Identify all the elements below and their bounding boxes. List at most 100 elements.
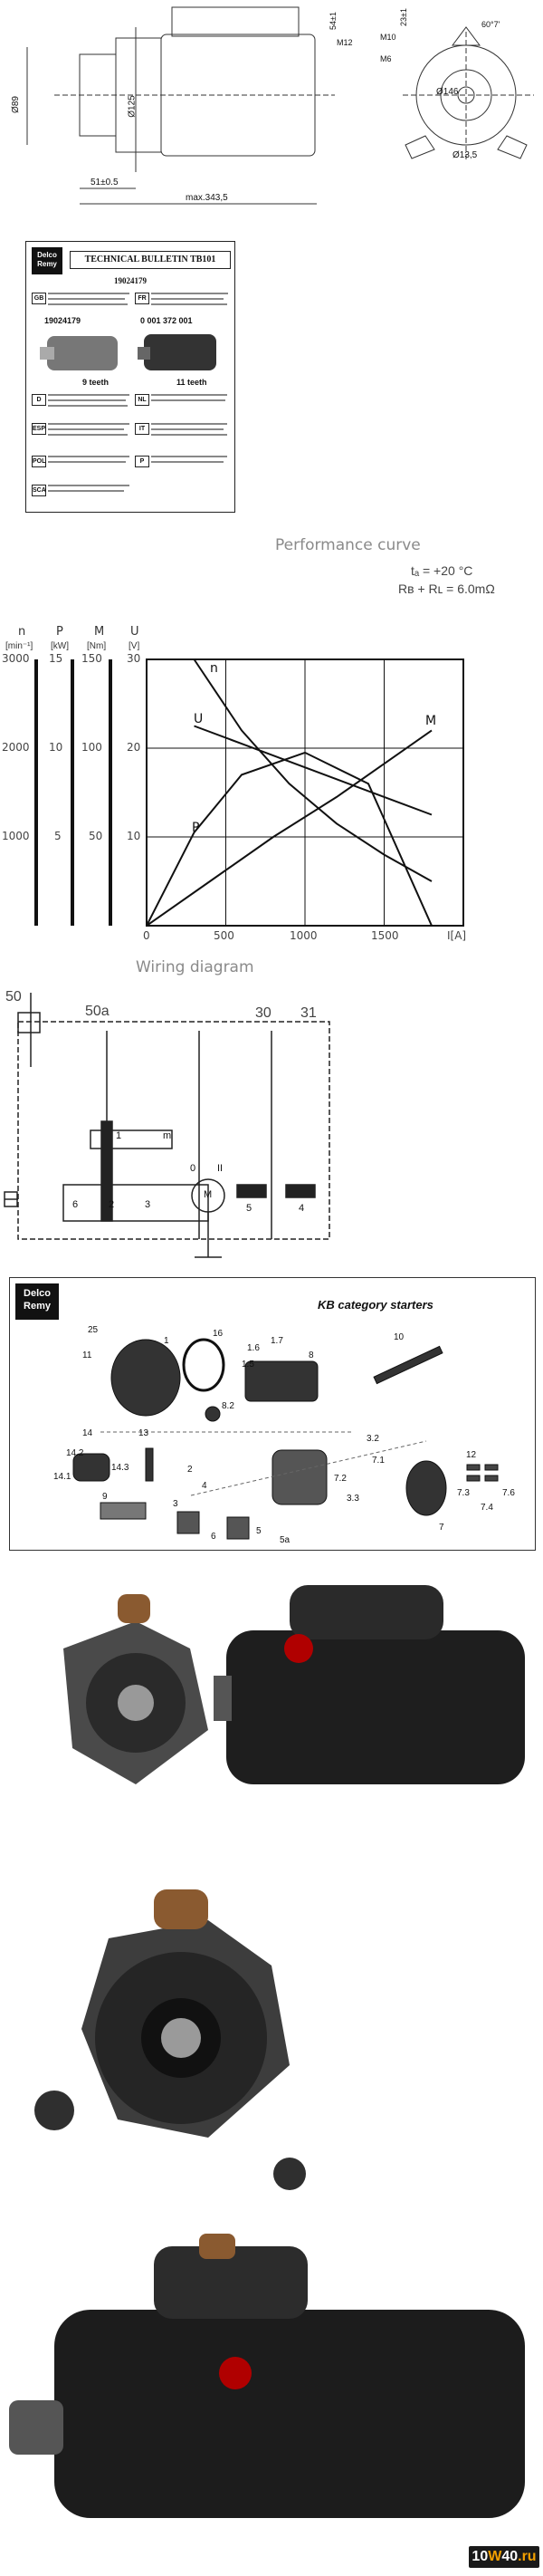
wiring-diagram-svg — [4, 993, 330, 1258]
part-label: 14 — [82, 1428, 93, 1438]
tick-x-1000: 1000 — [290, 929, 318, 942]
part-label: 9 — [102, 1492, 108, 1502]
logo-text-top: Delco — [37, 251, 57, 259]
dim-length-2: 23±1 — [398, 8, 408, 26]
bulletin-title: TECHNICAL BULLETIN TB101 — [70, 251, 231, 269]
part-solenoid — [100, 1502, 147, 1520]
part-label: 11 — [82, 1350, 92, 1360]
tick-x-1500: 1500 — [371, 929, 399, 942]
photo-angled-svg — [9, 2234, 525, 2518]
wiring-label: 5 — [246, 1203, 252, 1214]
part-label: 14.1 — [53, 1472, 71, 1482]
bulletin-photos — [40, 334, 216, 370]
wiring-label: 0 — [190, 1163, 196, 1174]
left-teeth: 9 teeth — [82, 378, 110, 387]
part-label: 10 — [394, 1332, 405, 1342]
photo-solenoid — [290, 1585, 443, 1639]
wiring-label: M — [204, 1189, 213, 1200]
wiring-section: Wiring diagram 50 50a 30 31 1 m 0 II M 5… — [0, 958, 543, 1293]
part-bushing — [72, 1453, 110, 1482]
wiring-label: 2 — [109, 1199, 115, 1210]
part-label: 8.2 — [222, 1401, 234, 1411]
part-label: 25 — [88, 1325, 99, 1335]
axis-head-m: M — [94, 625, 105, 639]
part-label: 5 — [256, 1526, 262, 1536]
dim-thread-3: M6 — [380, 54, 392, 63]
part-label: 7.2 — [334, 1474, 347, 1484]
delco-remy-logo: Delco Remy — [32, 247, 62, 274]
series-line-m — [146, 729, 433, 927]
dim-angle: 60°7' — [481, 20, 500, 29]
test-resistance: Rʙ + Rʟ = 6.0mΩ — [398, 582, 495, 596]
tick-n-1000: 1000 — [2, 830, 30, 842]
part-label: 7.4 — [481, 1503, 493, 1513]
part-label: 4 — [202, 1481, 207, 1491]
part-label: 1 — [164, 1336, 169, 1346]
photo-angled-view: 10W40.ru — [0, 2228, 543, 2571]
performance-section: Performance curve tₐ = +20 °C Rʙ + Rʟ = … — [0, 534, 543, 960]
tick-u-10: 10 — [127, 830, 141, 842]
watermark-part: .ru — [518, 2549, 537, 2564]
wiring-switch — [17, 1012, 41, 1033]
tick-x-500: 500 — [214, 929, 234, 942]
part-drive-end-housing — [110, 1339, 181, 1417]
watermark-logo: 10W40.ru — [469, 2546, 539, 2568]
photo-front-svg — [34, 1889, 306, 2190]
curve-label-u: U — [194, 712, 204, 726]
tick-m-50: 50 — [89, 830, 103, 842]
curve-label-p: P — [192, 821, 200, 835]
unit-m: [Nm] — [87, 641, 107, 651]
photo-angled-solenoid — [154, 2246, 308, 2319]
photo-terminal — [118, 1594, 150, 1623]
terminal-30: 30 — [255, 1005, 272, 1021]
performance-title: Performance curve — [275, 536, 421, 554]
wiring-label: 6 — [72, 1199, 79, 1210]
wiring-boundary — [17, 1021, 330, 1240]
tick-p-5: 5 — [54, 830, 62, 842]
test-temperature: tₐ = +20 °C — [411, 563, 473, 578]
performance-chart — [34, 658, 464, 927]
part-end-cap — [405, 1460, 447, 1516]
technical-bulletin: Delco Remy TECHNICAL BULLETIN TB101 1902… — [25, 241, 235, 513]
part-label: 13 — [138, 1428, 149, 1438]
wiring-connector — [4, 1191, 18, 1207]
logo-text-bottom: Remy — [24, 1301, 51, 1312]
part-label: 1.7 — [271, 1336, 283, 1346]
dim-thread-2: M10 — [380, 33, 396, 42]
left-product-number: 19024179 — [44, 316, 81, 325]
axis-head-n: n — [18, 625, 26, 639]
part-label: 7.6 — [502, 1488, 515, 1498]
part-label: 7 — [439, 1523, 444, 1533]
part-label: 8 — [309, 1350, 314, 1360]
dim-thread-1: M12 — [337, 38, 353, 47]
photo-starter-body — [226, 1630, 525, 1784]
part-label: 3.3 — [347, 1494, 359, 1504]
terminal-50: 50 — [5, 989, 22, 1004]
part-armature — [244, 1360, 319, 1402]
part-label: 2 — [187, 1465, 193, 1475]
photo-pinion — [9, 2400, 63, 2455]
tick-p-10: 10 — [49, 741, 63, 754]
dim-circle: Ø146 — [436, 87, 459, 97]
watermark-part: 10 — [472, 2549, 489, 2564]
photo-end-and-side-view — [0, 1576, 543, 1848]
bulletin-part-number: 19024179 — [114, 276, 147, 285]
tick-n-2000: 2000 — [2, 741, 30, 754]
dim-height: Ø89 — [10, 96, 21, 113]
part-label: 5a — [280, 1535, 291, 1545]
curve-label-m: M — [425, 714, 437, 728]
tick-u-20: 20 — [127, 741, 141, 754]
right-teeth: 11 teeth — [176, 378, 207, 387]
lang-badge: FR — [135, 293, 149, 304]
exploded-title: KB category starters — [318, 1298, 433, 1312]
right-product-number: 0 001 372 001 — [140, 316, 193, 325]
part-label: 16 — [213, 1329, 224, 1339]
part-label: 1.6 — [247, 1343, 260, 1353]
part-label: 6 — [211, 1532, 216, 1542]
wiring-label: 1 — [116, 1130, 122, 1141]
technical-drawing-svg — [26, 6, 534, 205]
tick-p-15: 15 — [49, 652, 63, 665]
part-label: 3 — [173, 1499, 178, 1509]
lang-badge: IT — [135, 423, 149, 435]
series-line-n — [193, 658, 433, 882]
